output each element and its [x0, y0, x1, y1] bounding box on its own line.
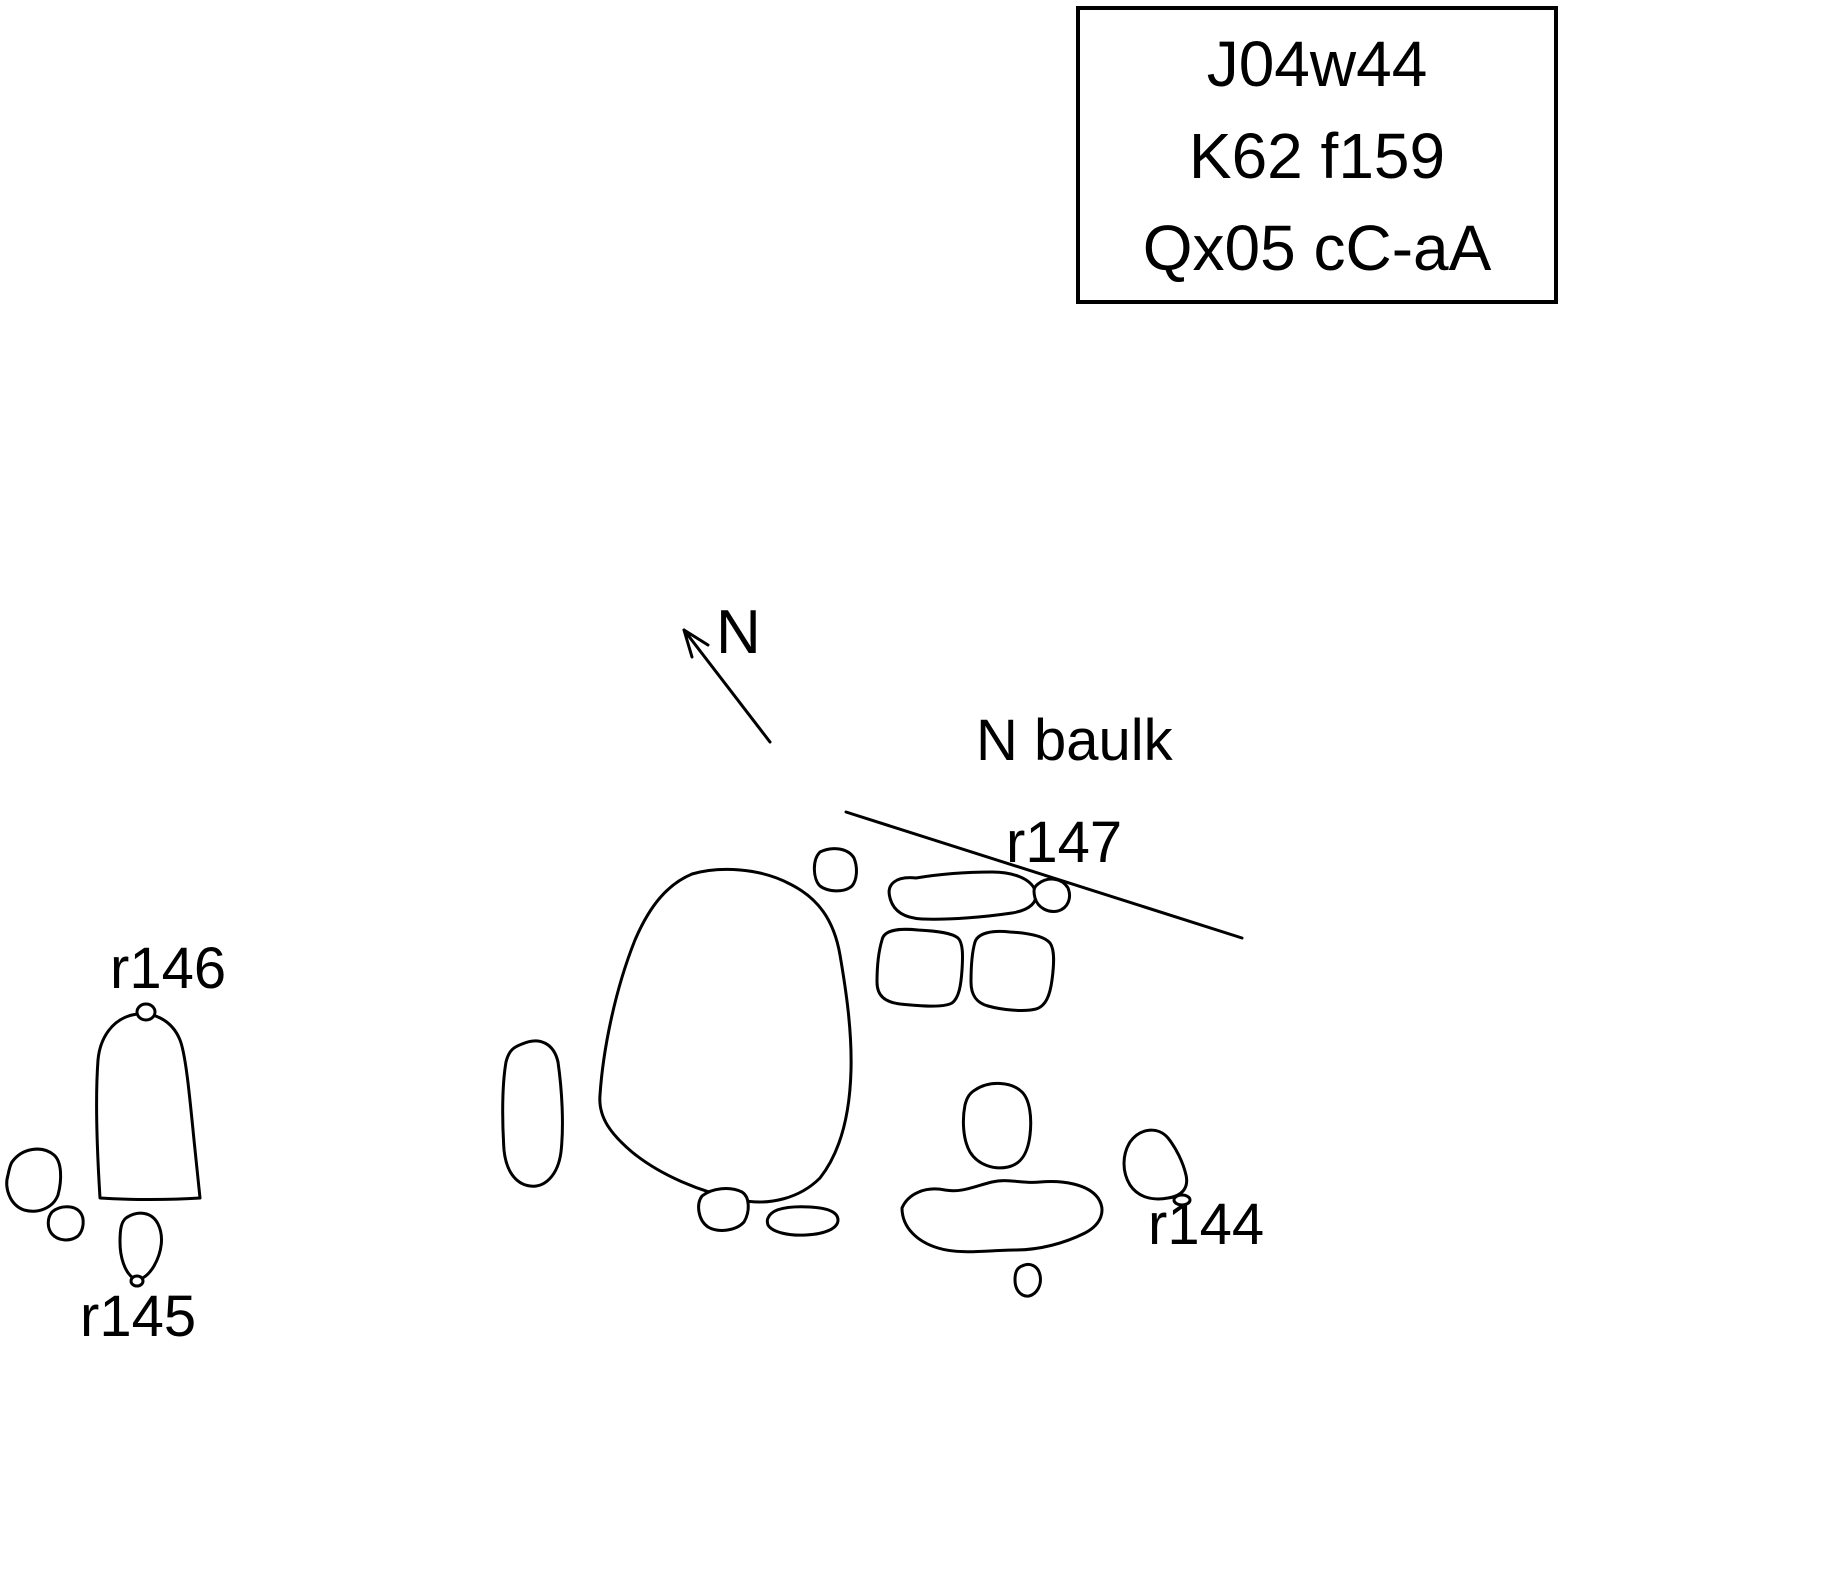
r146-label: r146 [110, 936, 227, 1001]
north-arrow-icon [682, 628, 772, 744]
stone-small-on-baulk [1032, 877, 1072, 913]
stone-r144 [1122, 1128, 1189, 1201]
title-line-2: K62 f159 [1188, 120, 1446, 192]
title-box: J04w44 K62 f159 Qx05 cC-aA [1076, 6, 1558, 304]
r147-label: r147 [1006, 810, 1123, 875]
stone-small-below-1 [697, 1187, 750, 1232]
n-baulk-label: N baulk [976, 708, 1173, 773]
stone-block-left [875, 927, 964, 1008]
stone-block-right [969, 929, 1056, 1012]
stone-r146 [95, 1012, 202, 1201]
stone-tiny-bottom [1013, 1262, 1042, 1298]
stone-lower-right-round [961, 1082, 1033, 1170]
north-label: N [716, 598, 761, 667]
stone-small-left-2 [46, 1205, 85, 1242]
baulk-line [844, 810, 1244, 940]
stone-r146-knob [135, 1002, 157, 1022]
stone-large-central [598, 867, 853, 1204]
stone-small-below-2 [765, 1205, 840, 1237]
stone-r145-knob [129, 1274, 145, 1288]
stone-small-left [5, 1147, 63, 1213]
stone-wide-irregular [900, 1179, 1104, 1254]
stone-tall-narrow [501, 1039, 564, 1188]
stone-small-top [812, 847, 858, 893]
stone-r144-knob [1172, 1193, 1192, 1207]
stone-r145 [118, 1211, 163, 1281]
stone-elongated-r147 [887, 870, 1038, 921]
title-line-1: J04w44 [1206, 28, 1428, 100]
r145-label: r145 [80, 1284, 197, 1349]
title-line-3: Qx05 cC-aA [1142, 212, 1492, 284]
r144-label: r144 [1148, 1192, 1265, 1257]
